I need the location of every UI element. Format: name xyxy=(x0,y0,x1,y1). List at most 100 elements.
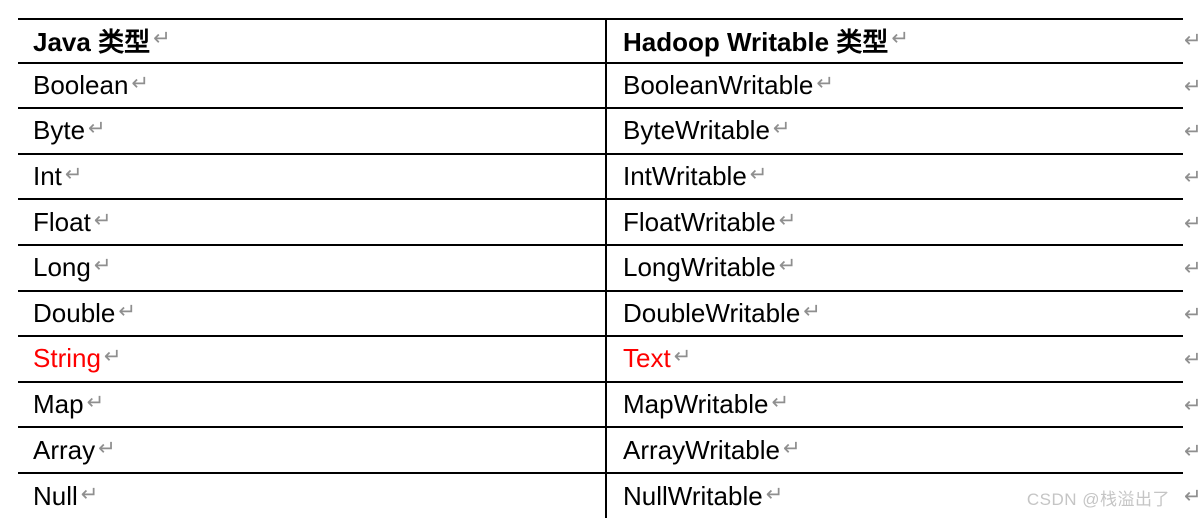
table-row: Null ↵ NullWritable ↵ ↵ xyxy=(18,473,1202,518)
cell-java-type: Double ↵ xyxy=(18,292,605,338)
table-row: Long ↵ LongWritable ↵ ↵ xyxy=(18,245,1202,292)
hadoop-type-value: MapWritable xyxy=(623,389,769,420)
header-cell-java-type: Java 类型 ↵ xyxy=(18,18,605,64)
table-row: Int ↵ IntWritable ↵ ↵ xyxy=(18,154,1202,201)
row-gutter: ↵ xyxy=(1183,246,1202,292)
java-type-value: Array xyxy=(33,434,96,465)
cell-hadoop-type: LongWritable ↵ xyxy=(605,245,1183,292)
end-of-cell-mark-icon: ↵ xyxy=(778,207,797,232)
end-of-cell-mark-icon: ↵ xyxy=(772,116,791,141)
end-of-cell-mark-icon: ↵ xyxy=(80,481,99,506)
end-of-cell-mark-icon: ↵ xyxy=(64,162,83,187)
end-of-row-mark-icon: ↵ xyxy=(1184,73,1202,98)
hadoop-type-value: ArrayWritable xyxy=(623,434,781,465)
table-row: Byte ↵ ByteWritable ↵ ↵ xyxy=(18,109,1202,155)
cell-java-type: String ↵ xyxy=(18,337,605,383)
end-of-row-mark-icon: ↵ xyxy=(1184,210,1202,235)
end-of-row-mark-icon: ↵ xyxy=(1184,483,1202,508)
end-of-cell-mark-icon: ↵ xyxy=(765,481,784,506)
row-gutter: ↵ xyxy=(1183,383,1202,429)
end-of-row-mark-icon: ↵ xyxy=(1184,119,1202,144)
table-row: Map ↵ MapWritable ↵ ↵ xyxy=(18,382,1202,429)
java-type-value: Float xyxy=(33,206,91,237)
header-label-java-type: Java 类型 xyxy=(33,27,151,58)
end-of-row-mark-icon: ↵ xyxy=(1184,256,1202,281)
end-of-row-mark-icon: ↵ xyxy=(1184,28,1202,53)
table-header-row: Java 类型 ↵ Hadoop Writable 类型 ↵ ↵ xyxy=(18,18,1202,64)
cell-java-type: Null ↵ xyxy=(18,474,605,518)
cell-java-type: Array ↵ xyxy=(18,428,605,474)
hadoop-type-value: LongWritable xyxy=(623,252,776,283)
end-of-cell-mark-icon: ↵ xyxy=(86,390,105,415)
end-of-row-mark-icon: ↵ xyxy=(1184,393,1202,418)
end-of-cell-mark-icon: ↵ xyxy=(803,298,821,323)
cell-hadoop-type: ArrayWritable ↵ xyxy=(605,428,1183,474)
cell-hadoop-type: MapWritable ↵ xyxy=(605,382,1183,429)
end-of-row-mark-icon: ↵ xyxy=(1184,347,1202,372)
table-row: Array ↵ ArrayWritable ↵ ↵ xyxy=(18,428,1202,474)
cell-java-type: Float ↵ xyxy=(18,200,605,246)
cell-java-type: Int ↵ xyxy=(18,155,605,201)
hadoop-type-value: Text xyxy=(623,343,671,374)
end-of-cell-mark-icon: ↵ xyxy=(103,344,122,369)
type-mapping-table: Java 类型 ↵ Hadoop Writable 类型 ↵ ↵ Boolean… xyxy=(18,18,1202,518)
table-row: Double ↵ DoubleWritable ↵ ↵ xyxy=(18,291,1202,338)
row-gutter: ↵ xyxy=(1183,155,1202,201)
cell-java-type: Long ↵ xyxy=(18,246,605,292)
hadoop-type-value: BooleanWritable xyxy=(623,69,814,100)
java-type-value: Boolean xyxy=(33,69,129,100)
end-of-cell-mark-icon: ↵ xyxy=(673,344,692,369)
end-of-cell-mark-icon: ↵ xyxy=(771,390,790,415)
cell-java-type: Boolean ↵ xyxy=(18,64,605,110)
cell-hadoop-type: NullWritable ↵ xyxy=(605,473,1183,518)
table-row-highlighted: String ↵ Text ↵ ↵ xyxy=(18,337,1202,383)
end-of-cell-mark-icon: ↵ xyxy=(778,253,797,278)
hadoop-type-value: NullWritable xyxy=(623,480,763,511)
end-of-row-mark-icon: ↵ xyxy=(1184,438,1202,463)
java-type-value: Byte xyxy=(33,115,86,146)
cell-hadoop-type: DoubleWritable ↵ xyxy=(605,291,1183,338)
end-of-cell-mark-icon: ↵ xyxy=(93,207,112,232)
row-gutter: ↵ xyxy=(1183,18,1202,64)
end-of-cell-mark-icon: ↵ xyxy=(93,253,112,278)
end-of-cell-mark-icon: ↵ xyxy=(88,116,106,141)
java-type-value: Long xyxy=(33,252,91,283)
java-type-value: String xyxy=(33,343,101,374)
end-of-cell-mark-icon: ↵ xyxy=(749,162,768,187)
cell-hadoop-type: ByteWritable ↵ xyxy=(605,109,1183,155)
row-gutter: ↵ xyxy=(1183,474,1202,518)
end-of-cell-mark-icon: ↵ xyxy=(98,435,116,460)
row-gutter: ↵ xyxy=(1183,337,1202,383)
hadoop-type-value: ByteWritable xyxy=(623,115,770,146)
csdn-watermark: CSDN @栈溢出了 xyxy=(1026,490,1170,509)
cell-hadoop-type: Text ↵ xyxy=(605,337,1183,383)
row-gutter: ↵ xyxy=(1183,109,1202,155)
cell-java-type: Byte ↵ xyxy=(18,109,605,155)
row-gutter: ↵ xyxy=(1183,292,1202,338)
java-type-value: Double xyxy=(33,297,116,328)
end-of-cell-mark-icon: ↵ xyxy=(783,435,801,460)
end-of-cell-mark-icon: ↵ xyxy=(816,70,834,95)
row-gutter: ↵ xyxy=(1183,64,1202,110)
cell-hadoop-type: BooleanWritable ↵ xyxy=(605,63,1183,110)
java-type-value: Map xyxy=(33,389,84,420)
cell-java-type: Map ↵ xyxy=(18,383,605,429)
hadoop-type-value: IntWritable xyxy=(623,161,747,192)
end-of-cell-mark-icon: ↵ xyxy=(891,26,909,51)
table-row: Float ↵ FloatWritable ↵ ↵ xyxy=(18,200,1202,246)
cell-hadoop-type: IntWritable ↵ xyxy=(605,154,1183,201)
java-type-value: Int xyxy=(33,161,62,192)
java-type-value: Null xyxy=(33,480,78,511)
end-of-cell-mark-icon: ↵ xyxy=(118,298,137,323)
end-of-cell-mark-icon: ↵ xyxy=(153,26,171,51)
hadoop-type-value: FloatWritable xyxy=(623,206,776,237)
table-row: Boolean ↵ BooleanWritable ↵ ↵ xyxy=(18,63,1202,110)
row-gutter: ↵ xyxy=(1183,428,1202,474)
row-gutter: ↵ xyxy=(1183,200,1202,246)
header-label-hadoop-type: Hadoop Writable 类型 xyxy=(623,27,889,58)
end-of-row-mark-icon: ↵ xyxy=(1184,301,1202,326)
end-of-row-mark-icon: ↵ xyxy=(1184,165,1202,190)
end-of-cell-mark-icon: ↵ xyxy=(131,70,150,95)
header-cell-hadoop-type: Hadoop Writable 类型 ↵ xyxy=(605,18,1183,64)
